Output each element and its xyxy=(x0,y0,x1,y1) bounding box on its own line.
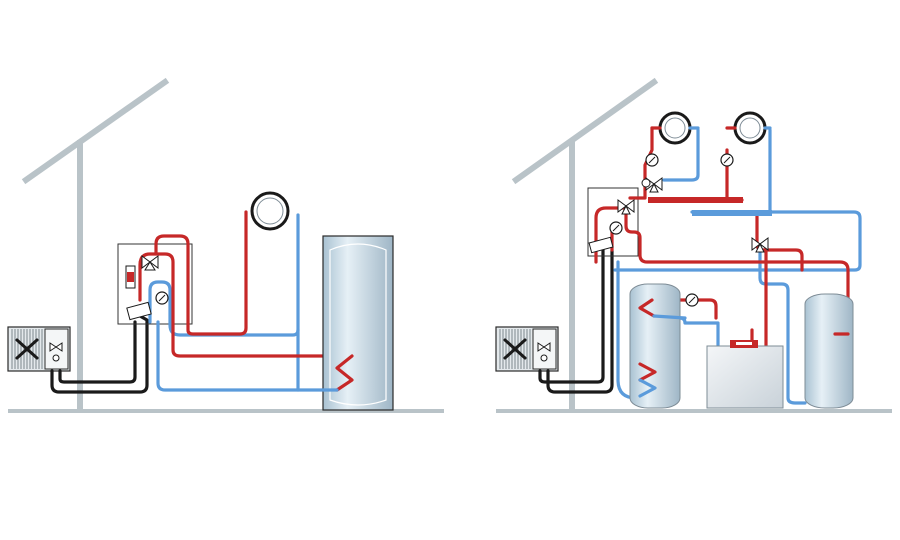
house-structure-right xyxy=(496,77,892,413)
fan-icon xyxy=(15,338,39,360)
pump-icon xyxy=(609,153,734,307)
valve-icon xyxy=(537,342,551,362)
heat-exchanger-icon xyxy=(126,301,152,321)
refrigerant-lines-right xyxy=(538,248,614,394)
radiator-icon xyxy=(250,191,290,231)
outdoor-unit-left xyxy=(7,326,71,372)
house-structure-left xyxy=(8,77,444,413)
diagram-left xyxy=(7,77,444,413)
outdoor-unit-right xyxy=(495,326,559,372)
boiler xyxy=(706,340,784,409)
mixing-valve-left xyxy=(141,255,159,271)
storage-tank-right xyxy=(629,283,687,409)
diagram-right xyxy=(495,77,892,413)
valve-icon xyxy=(49,342,63,362)
manifold xyxy=(648,197,772,216)
storage-tank-left xyxy=(321,235,394,411)
sensor-icon xyxy=(125,265,136,289)
gauge-icon xyxy=(641,178,651,188)
buffer-tank xyxy=(804,293,854,409)
fan-icon xyxy=(503,338,527,360)
refrigerant-lines-left xyxy=(50,314,149,394)
hot-pipes-left xyxy=(138,210,354,392)
heat-exchanger-icon xyxy=(588,236,614,254)
radiator-1-icon xyxy=(658,111,692,145)
radiator-2-icon xyxy=(733,111,767,145)
hydraulic-module-right xyxy=(587,187,639,257)
cold-pipes-left xyxy=(148,213,347,392)
pump-icon xyxy=(155,291,169,305)
